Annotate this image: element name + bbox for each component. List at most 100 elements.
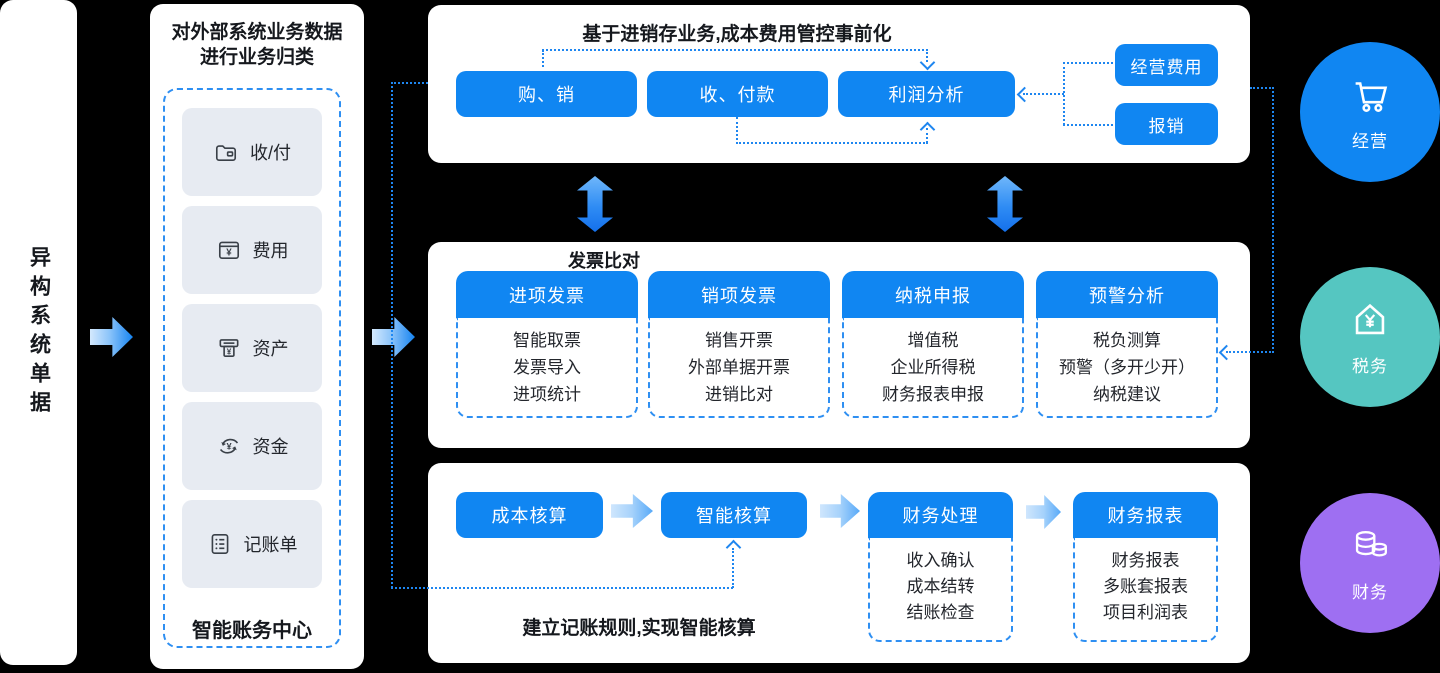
connector-right-vertical <box>1272 87 1274 353</box>
coins-icon <box>1347 523 1393 569</box>
classify-title-line1: 对外部系统业务数据 <box>171 22 343 43</box>
card-body: 增值税 企业所得税 财务报表申报 <box>842 318 1024 418</box>
classify-item-label: 记账单 <box>243 535 298 555</box>
classify-item-expense: ¥ 费用 <box>182 206 322 294</box>
receive-pay-button: 收、付款 <box>647 71 828 117</box>
bracket-bottom <box>1063 124 1113 126</box>
card-item: 纳税建议 <box>1093 385 1161 404</box>
card-body: 收入确认 成本结转 结账检查 <box>868 538 1013 642</box>
card-header: 预警分析 <box>1036 271 1218 318</box>
finance-circle: 财务 <box>1300 493 1440 633</box>
card-item: 智能取票 <box>513 331 581 350</box>
card-header: 纳税申报 <box>842 271 1024 318</box>
business-panel-title: 基于进销存业务,成本费用管控事前化 <box>582 24 892 45</box>
profit-analysis-button: 利润分析 <box>838 71 1015 117</box>
flow-arrow-cost-to-smart <box>611 494 653 528</box>
card-item: 财务报表申报 <box>882 385 984 404</box>
smart-accounting-hub-label: 智能账务中心 <box>192 620 312 642</box>
flow-arrow-classify-to-business <box>372 317 415 357</box>
connector-profit-riser <box>926 128 928 143</box>
card-body: 税负测算 预警（多开少开） 纳税建议 <box>1036 318 1218 418</box>
card-item: 发票导入 <box>513 358 581 377</box>
funds-cycle-icon: ¥ <box>216 433 242 459</box>
card-item: 销售开票 <box>705 331 773 350</box>
classify-item-label: 费用 <box>252 241 289 261</box>
card-item: 项目利润表 <box>1103 603 1188 622</box>
connector-business-left <box>391 82 428 84</box>
sync-arrow-left <box>577 176 613 232</box>
card-body: 财务报表 多账套报表 项目利润表 <box>1073 538 1218 642</box>
flow-arrow-process-to-report <box>1026 495 1061 529</box>
connector-profit-drop <box>926 49 928 62</box>
smart-accounting-hub-box: 收/付 ¥ 费用 ¥ 资产 ¥ 资金 记账单 智能账务中心 <box>163 88 341 648</box>
operating-expense-button: 经营费用 <box>1115 44 1218 86</box>
finance-label: 财务 <box>1352 583 1388 602</box>
reimburse-button: 报销 <box>1115 103 1218 145</box>
purchase-sale-button: 购、销 <box>456 71 637 117</box>
classify-item-ledger: 记账单 <box>182 500 322 588</box>
warning-analysis-card: 预警分析 税负测算 预警（多开少开） 纳税建议 <box>1036 271 1218 418</box>
operations-circle: 经营 <box>1300 42 1440 182</box>
card-item: 成本结转 <box>906 577 975 596</box>
classify-item-funds: ¥ 资金 <box>182 402 322 490</box>
connector-right-top <box>1250 87 1274 89</box>
connector-right-bottom <box>1226 351 1274 353</box>
card-header: 进项发票 <box>456 271 638 318</box>
input-invoice-card: 进项发票 智能取票 发票导入 进项统计 <box>456 271 638 418</box>
connector-receivepay-horizontal <box>736 142 928 144</box>
card-item: 进项统计 <box>513 385 581 404</box>
card-item: 预警（多开少开） <box>1059 358 1195 377</box>
card-item: 外部单据开票 <box>688 358 790 377</box>
classify-item-label: 资金 <box>252 437 289 457</box>
card-item: 多账套报表 <box>1103 577 1188 596</box>
tax-circle: 税务 <box>1300 267 1440 407</box>
svg-text:¥: ¥ <box>226 247 232 258</box>
svg-text:¥: ¥ <box>226 347 231 356</box>
classify-title: 对外部系统业务数据 进行业务归类 <box>150 20 364 70</box>
expense-icon: ¥ <box>216 237 242 263</box>
cart-icon <box>1347 72 1393 118</box>
business-panel: 基于进销存业务,成本费用管控事前化 购、销 收、付款 利润分析 经营费用 报销 <box>428 5 1250 163</box>
financial-report-card: 财务报表 财务报表 多账套报表 项目利润表 <box>1073 492 1218 642</box>
invoice-panel: 发票比对 进项发票 智能取票 发票导入 进项统计 销项发票 销售开票 外部单据开… <box>428 242 1250 448</box>
card-item: 财务报表 <box>1111 551 1180 570</box>
classify-item-label: 收/付 <box>249 143 291 163</box>
card-body: 销售开票 外部单据开票 进销比对 <box>648 318 830 418</box>
classify-item-receive-pay: 收/付 <box>182 108 322 196</box>
sync-arrow-right <box>987 176 1023 232</box>
card-item: 收入确认 <box>906 551 975 570</box>
card-item: 税负测算 <box>1093 331 1161 350</box>
source-documents-title: 异构系统单据 <box>27 245 51 420</box>
bracket-top <box>1063 62 1113 64</box>
invoice-compare-label: 发票比对 <box>568 251 640 271</box>
source-documents-panel: 异构系统单据 <box>0 0 77 665</box>
cost-accounting-button: 成本核算 <box>456 492 603 538</box>
output-invoice-card: 销项发票 销售开票 外部单据开票 进销比对 <box>648 271 830 418</box>
financial-processing-card: 财务处理 收入确认 成本结转 结账检查 <box>868 492 1013 642</box>
connector-receivepay-drop <box>736 117 738 144</box>
connector-smart-accounting-riser <box>732 548 734 588</box>
house-yen-icon <box>1347 297 1393 343</box>
ledger-icon <box>207 531 233 557</box>
connector-purchase-riser <box>542 50 544 67</box>
card-header: 财务处理 <box>868 492 1013 538</box>
card-body: 智能取票 发票导入 进项统计 <box>456 318 638 418</box>
classify-panel: 对外部系统业务数据 进行业务归类 收/付 ¥ 费用 ¥ 资产 ¥ 资金 记账单 <box>150 4 364 669</box>
card-item: 增值税 <box>907 331 959 350</box>
wallet-icon <box>213 139 239 165</box>
card-header: 财务报表 <box>1073 492 1218 538</box>
classify-item-asset: ¥ 资产 <box>182 304 322 392</box>
card-header: 销项发票 <box>648 271 830 318</box>
smart-accounting-button: 智能核算 <box>661 492 807 538</box>
card-item: 结账检查 <box>906 603 975 622</box>
accounting-caption: 建立记账规则,实现智能核算 <box>522 618 756 639</box>
connector-left-vertical <box>391 82 393 588</box>
svg-text:¥: ¥ <box>226 441 232 451</box>
accounting-panel: 成本核算 智能核算 财务处理 收入确认 成本结转 结账检查 财务报表 财务报表 … <box>428 463 1250 663</box>
flow-arrow-source-to-classify <box>90 317 133 357</box>
card-item: 企业所得税 <box>890 358 976 377</box>
classify-item-label: 资产 <box>252 339 289 359</box>
card-item: 进销比对 <box>705 385 773 404</box>
tax-label: 税务 <box>1352 357 1388 376</box>
